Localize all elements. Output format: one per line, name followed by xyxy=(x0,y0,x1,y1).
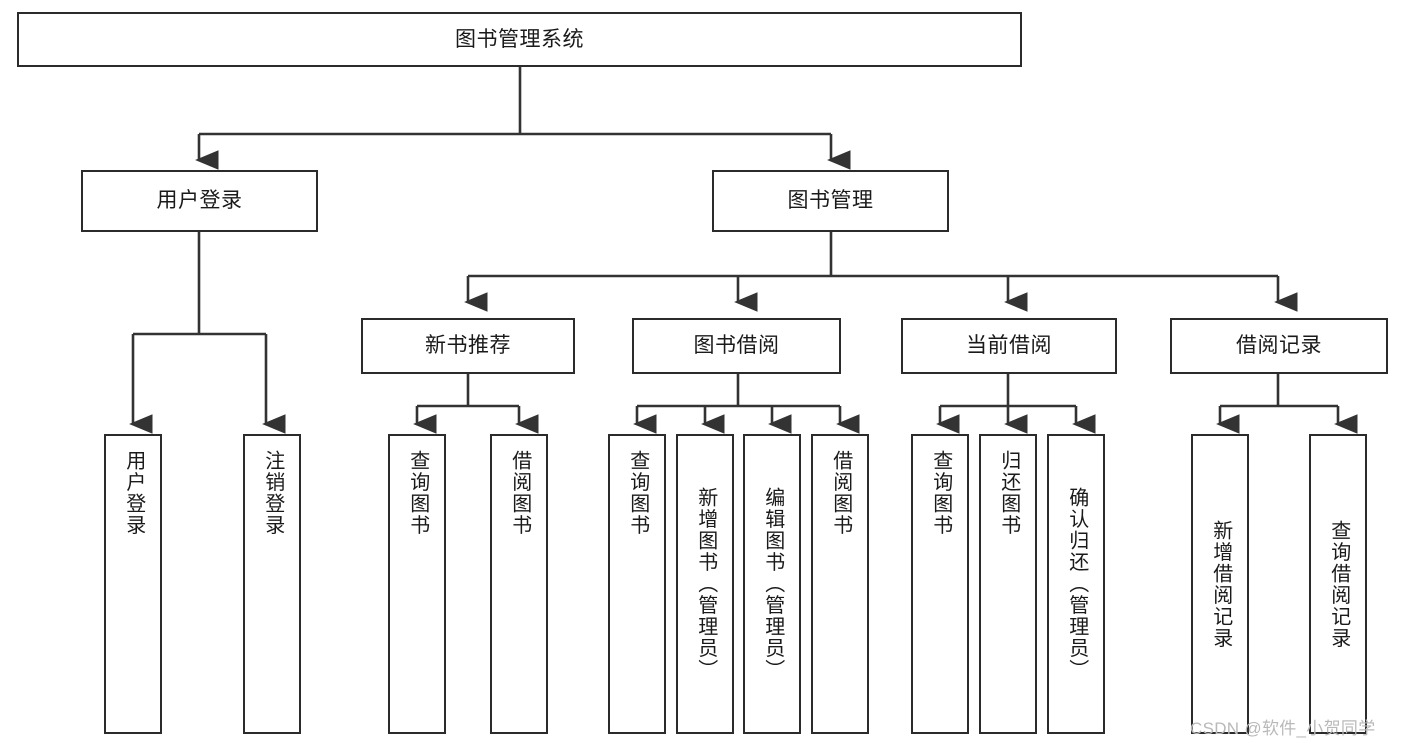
node-root-label: 图书管理系统 xyxy=(455,27,584,51)
node-leaf-logout[interactable]: 注销登录 xyxy=(243,434,301,734)
node-leaf-confirm-return-label: 确认归还（管理员） xyxy=(1065,487,1088,681)
csdn-watermark: CSDN @软件_小贺同学 xyxy=(1190,719,1376,738)
node-leaf-query-record-label: 查询借阅记录 xyxy=(1327,519,1350,649)
node-borrow-record[interactable]: 借阅记录 xyxy=(1170,318,1388,374)
node-leaf-return-book-label: 归还图书 xyxy=(997,450,1020,536)
node-leaf-query-book-2[interactable]: 查询图书 xyxy=(608,434,666,734)
node-leaf-query-book-1[interactable]: 查询图书 xyxy=(388,434,446,734)
node-leaf-query-book-3[interactable]: 查询图书 xyxy=(911,434,969,734)
node-leaf-user-login-label: 用户登录 xyxy=(122,450,145,536)
node-leaf-query-book-3-label: 查询图书 xyxy=(929,450,952,536)
node-leaf-add-record-label: 新增借阅记录 xyxy=(1209,519,1232,649)
node-user-login[interactable]: 用户登录 xyxy=(81,170,318,232)
node-leaf-query-book-1-label: 查询图书 xyxy=(406,450,429,536)
node-leaf-add-book-label: 新增图书（管理员） xyxy=(694,487,717,681)
node-book-borrow-label: 图书借阅 xyxy=(693,334,780,358)
node-leaf-borrow-book-1[interactable]: 借阅图书 xyxy=(490,434,548,734)
node-leaf-edit-book-label: 编辑图书（管理员） xyxy=(761,487,784,681)
node-leaf-borrow-book-2-label: 借阅图书 xyxy=(829,450,852,536)
node-book-manage-label: 图书管理 xyxy=(787,189,874,213)
node-book-borrow[interactable]: 图书借阅 xyxy=(632,318,841,374)
node-leaf-borrow-book-1-label: 借阅图书 xyxy=(508,450,531,536)
node-leaf-query-book-2-label: 查询图书 xyxy=(626,450,649,536)
node-leaf-borrow-book-2[interactable]: 借阅图书 xyxy=(811,434,869,734)
node-leaf-return-book[interactable]: 归还图书 xyxy=(979,434,1037,734)
node-leaf-edit-book[interactable]: 编辑图书（管理员） xyxy=(743,434,801,734)
node-user-login-label: 用户登录 xyxy=(156,189,243,213)
node-leaf-query-record[interactable]: 查询借阅记录 xyxy=(1309,434,1367,734)
node-leaf-add-book[interactable]: 新增图书（管理员） xyxy=(676,434,734,734)
node-leaf-add-record[interactable]: 新增借阅记录 xyxy=(1191,434,1249,734)
node-current-borrow-label: 当前借阅 xyxy=(966,334,1052,358)
node-leaf-confirm-return[interactable]: 确认归还（管理员） xyxy=(1047,434,1105,734)
node-root[interactable]: 图书管理系统 xyxy=(17,12,1022,67)
node-new-book-recommend-label: 新书推荐 xyxy=(425,334,511,358)
node-book-manage[interactable]: 图书管理 xyxy=(712,170,949,232)
node-new-book-recommend[interactable]: 新书推荐 xyxy=(361,318,575,374)
node-leaf-logout-label: 注销登录 xyxy=(261,450,284,536)
node-borrow-record-label: 借阅记录 xyxy=(1236,334,1322,358)
node-leaf-user-login[interactable]: 用户登录 xyxy=(104,434,162,734)
node-current-borrow[interactable]: 当前借阅 xyxy=(901,318,1117,374)
